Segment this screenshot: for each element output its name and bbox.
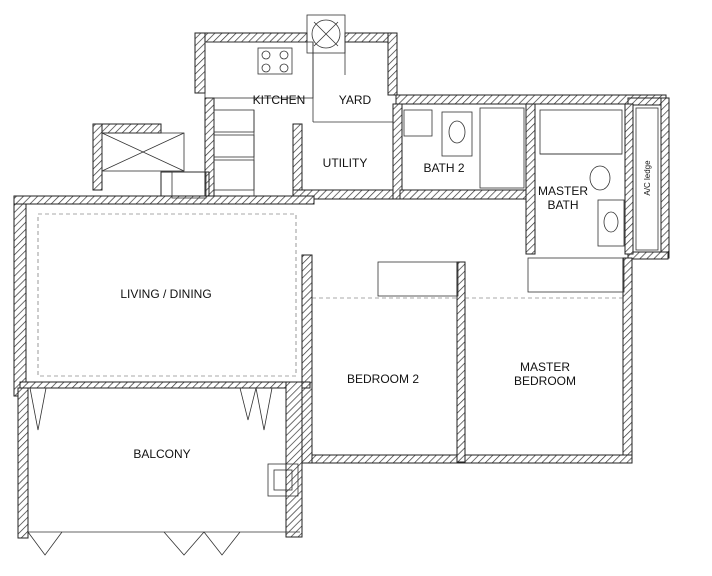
- label-bath-2: BATH 2: [423, 161, 464, 175]
- label-balcony: BALCONY: [133, 447, 190, 461]
- room-outlines: [27, 14, 659, 556]
- label-ac-ledge: A/C ledge: [643, 160, 652, 196]
- label-utility: UTILITY: [323, 156, 368, 170]
- label-master-bedroom-line1: MASTER: [520, 360, 570, 374]
- room-labels: KITCHEN YARD UTILITY BATH 2 MASTER BATH …: [120, 93, 652, 461]
- label-master-bedroom-line2: BEDROOM: [514, 374, 576, 388]
- label-living-dining: LIVING / DINING: [120, 287, 211, 301]
- label-kitchen: KITCHEN: [253, 93, 306, 107]
- label-yard: YARD: [339, 93, 372, 107]
- label-master-bath-line2: BATH: [547, 198, 578, 212]
- label-master-bath-line1: MASTER: [538, 184, 588, 198]
- label-bedroom-2: BEDROOM 2: [347, 372, 419, 386]
- walls: [13, 32, 670, 539]
